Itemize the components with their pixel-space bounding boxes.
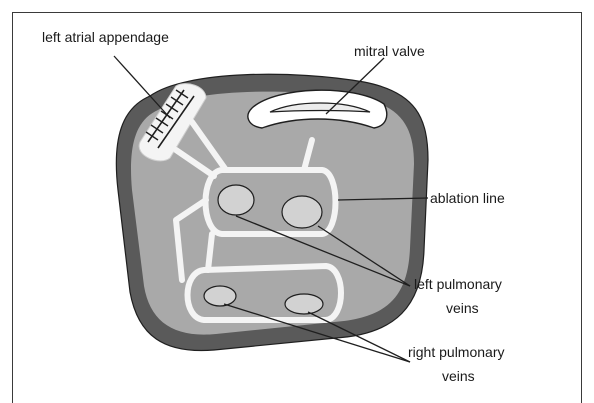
label-left-pulmonary-veins-1: left pulmonary xyxy=(414,276,502,292)
label-left-atrial-appendage: left atrial appendage xyxy=(42,29,169,45)
label-right-pulmonary-veins-2: veins xyxy=(442,368,475,384)
label-left-pulmonary-veins-2: veins xyxy=(446,300,479,316)
label-right-pulmonary-veins-1: right pulmonary xyxy=(408,344,505,360)
right-lower-pulmonary-vein xyxy=(285,294,323,314)
label-mitral-valve: mitral valve xyxy=(354,43,425,59)
connecting-line-middle xyxy=(208,234,212,270)
label-ablation-line: ablation line xyxy=(430,190,505,206)
right-upper-pulmonary-vein xyxy=(204,286,236,306)
left-upper-pulmonary-vein xyxy=(218,185,254,215)
left-lower-pulmonary-vein xyxy=(282,196,322,228)
